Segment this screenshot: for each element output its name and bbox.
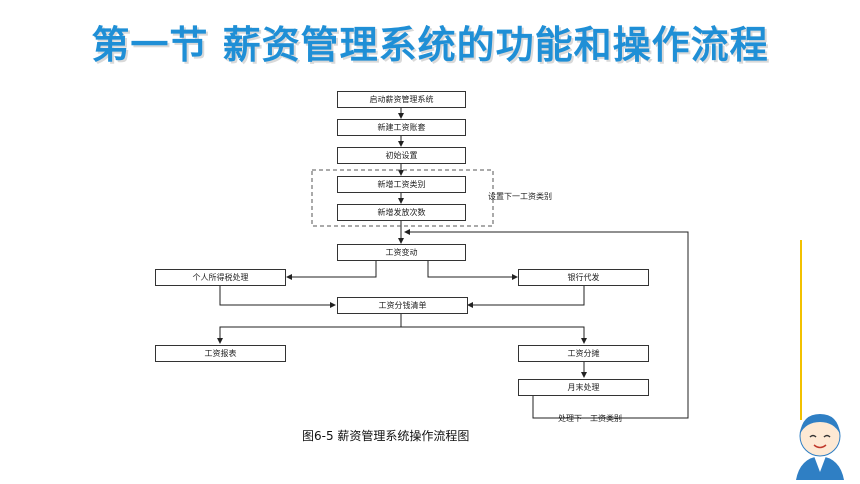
next-category-note: 处理下一工资类别 bbox=[558, 414, 622, 423]
arrow-change-to-tax bbox=[286, 261, 377, 280]
page-title: 第一节 薪资管理系统的功能和操作流程 bbox=[91, 23, 769, 67]
arrow-denomination-to-allocation bbox=[401, 326, 587, 344]
denomination-box: 工资分钱清单 bbox=[337, 297, 468, 314]
loop-next-category bbox=[404, 229, 689, 419]
month-end-box: 月末处理 bbox=[518, 379, 649, 396]
arrow-tax-to-denomination bbox=[219, 286, 336, 308]
mascot-avatar-icon bbox=[796, 414, 844, 480]
new-issue-count-box: 新增发放次数 bbox=[337, 204, 466, 221]
new-category-box: 新增工资类别 bbox=[337, 176, 466, 193]
salary-allocation-box: 工资分摊 bbox=[518, 345, 649, 362]
loop-note: 设置下一工资类别 bbox=[488, 192, 552, 201]
arrow-bank-to-denomination bbox=[467, 286, 585, 308]
accent-line bbox=[800, 240, 802, 420]
arrow-change-to-bank bbox=[427, 261, 518, 280]
start-box: 启动薪资管理系统 bbox=[337, 91, 466, 108]
init-settings-box: 初始设置 bbox=[337, 147, 466, 164]
income-tax-box: 个人所得税处理 bbox=[155, 269, 286, 286]
salary-report-box: 工资报表 bbox=[155, 345, 286, 362]
bank-agent-box: 银行代发 bbox=[518, 269, 649, 286]
arrow-denomination-to-report bbox=[217, 314, 402, 344]
new-account-box: 新建工资账套 bbox=[337, 119, 466, 136]
salary-change-box: 工资变动 bbox=[337, 244, 466, 261]
figure-caption: 图6-5 薪资管理系统操作流程图 bbox=[302, 429, 470, 443]
